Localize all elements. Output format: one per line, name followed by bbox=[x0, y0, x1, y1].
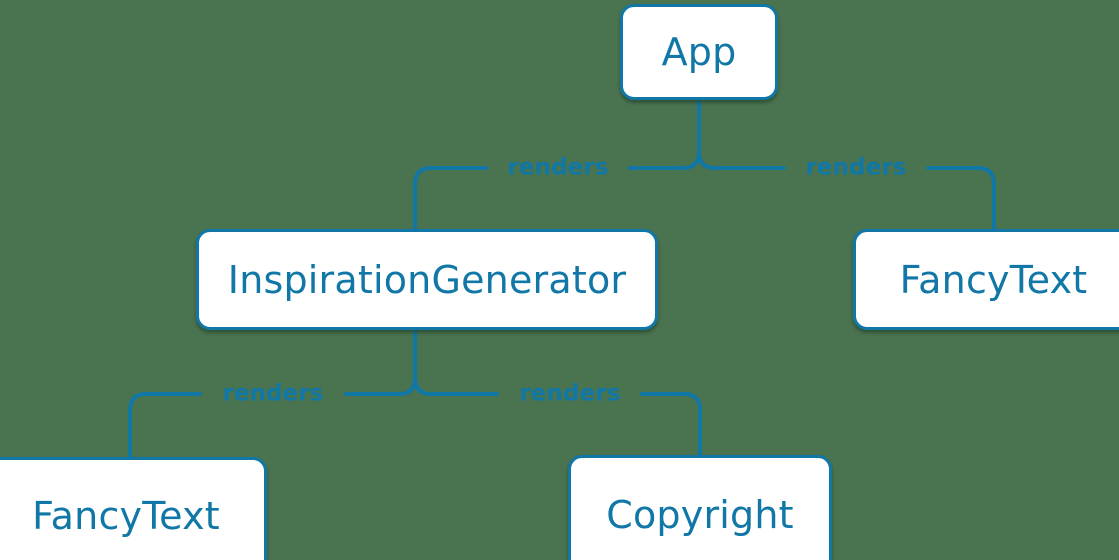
connector-inspirationgenerator-stem bbox=[413, 328, 433, 396]
edge-label-inspirationgenerator-to-copyright: renders bbox=[519, 380, 621, 407]
edge-label-app-to-fancytext-right: renders bbox=[805, 154, 907, 181]
node-app[interactable]: App bbox=[620, 4, 778, 100]
connector-app-stem-left bbox=[681, 150, 701, 170]
node-fancytext-bottom-left[interactable]: FancyText bbox=[0, 457, 267, 560]
connector-inspirationgenerator-to-fancytext-arm-b bbox=[128, 392, 202, 459]
connector-inspirationgenerator-stem-left bbox=[397, 376, 417, 396]
connector-app-to-fancytext-arm-b bbox=[926, 166, 996, 231]
connector-inspirationgenerator-to-copyright-arm-b bbox=[640, 392, 702, 457]
node-copyright[interactable]: Copyright bbox=[568, 455, 832, 560]
node-copyright-label: Copyright bbox=[606, 493, 794, 537]
edge-label-app-to-inspirationgenerator: renders bbox=[507, 154, 609, 181]
connector-app-stem bbox=[697, 98, 717, 170]
node-fancytext-bottom-left-label: FancyText bbox=[32, 494, 220, 538]
node-fancytext-right-label: FancyText bbox=[899, 257, 1088, 302]
node-inspirationgenerator-label: InspirationGenerator bbox=[227, 257, 627, 302]
connector-app-to-inspirationgenerator-arm-b bbox=[413, 166, 488, 231]
node-inspirationgenerator[interactable]: InspirationGenerator bbox=[196, 229, 658, 330]
node-app-label: App bbox=[661, 30, 737, 74]
node-fancytext-right[interactable]: FancyText bbox=[853, 229, 1119, 330]
edge-label-inspirationgenerator-to-fancytext: renders bbox=[222, 380, 324, 407]
